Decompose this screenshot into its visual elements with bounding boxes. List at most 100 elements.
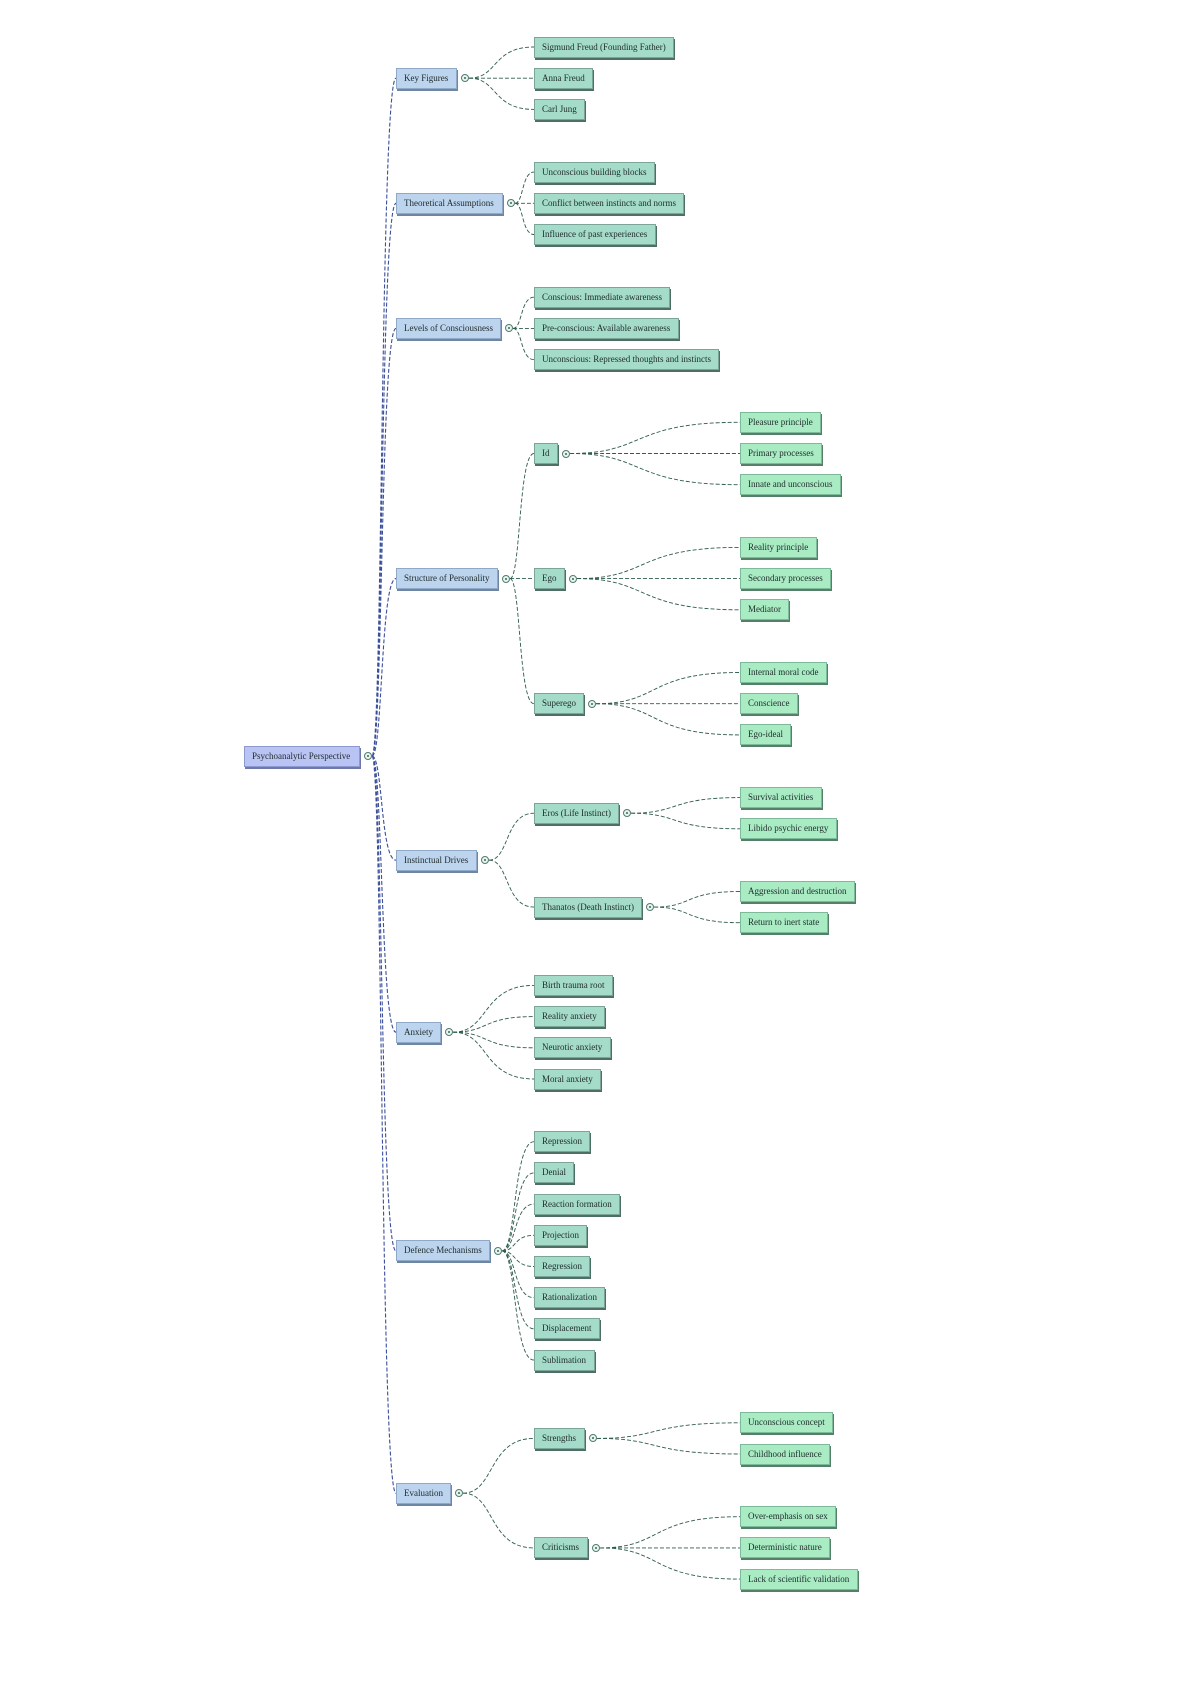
- topic-node-anna-freud[interactable]: Anna Freud: [534, 67, 593, 89]
- connector-line: [371, 755, 397, 861]
- topic-node-sublimation[interactable]: Sublimation: [534, 1349, 595, 1371]
- branch-node-evaluation[interactable]: Evaluation: [396, 1482, 451, 1504]
- connector-line: [501, 1234, 535, 1252]
- topic-node-regression[interactable]: Regression: [534, 1256, 590, 1277]
- topic-node-influence-of-past-experiences[interactable]: Influence of past experiences: [534, 224, 656, 245]
- collapse-toggle-icon[interactable]: [507, 199, 515, 208]
- topic-node-id[interactable]: Id: [534, 443, 558, 464]
- branch-node-defence-mechanisms[interactable]: Defence Mechanisms: [396, 1240, 490, 1262]
- collapse-toggle-icon[interactable]: [562, 449, 570, 458]
- connector-line: [599, 1547, 741, 1580]
- topic-node-ego[interactable]: Ego: [534, 568, 565, 590]
- connector-line: [512, 296, 535, 329]
- connector-line: [512, 327, 535, 361]
- connector-line: [595, 703, 741, 736]
- connector-line: [501, 1203, 535, 1252]
- topic-node-thanatos-death-instinct[interactable]: Thanatos (Death Instinct): [534, 896, 642, 918]
- leaf-node-aggression-and-destruction[interactable]: Aggression and destruction: [740, 881, 855, 902]
- connector-line: [501, 1172, 535, 1252]
- leaf-node-unconscious-concept[interactable]: Unconscious concept: [740, 1412, 833, 1434]
- collapse-toggle-icon[interactable]: [502, 574, 510, 583]
- topic-node-moral-anxiety[interactable]: Moral anxiety: [534, 1068, 601, 1090]
- topic-node-neurotic-anxiety[interactable]: Neurotic anxiety: [534, 1037, 611, 1059]
- connector-line: [501, 1250, 535, 1299]
- topic-node-superego[interactable]: Superego: [534, 693, 584, 715]
- leaf-node-mediator[interactable]: Mediator: [740, 599, 789, 621]
- leaf-node-secondary-processes[interactable]: Secondary processes: [740, 568, 831, 590]
- connector-line: [468, 77, 535, 110]
- topic-node-unconscious-repressed-thoughts-and-instincts[interactable]: Unconscious: Repressed thoughts and inst…: [534, 349, 719, 371]
- collapse-toggle-icon[interactable]: [588, 699, 596, 708]
- branch-node-instinctual-drives[interactable]: Instinctual Drives: [396, 849, 477, 871]
- branch-node-theoretical-assumptions[interactable]: Theoretical Assumptions: [396, 192, 503, 214]
- leaf-node-internal-moral-code[interactable]: Internal moral code: [740, 662, 827, 683]
- connector-line: [371, 755, 397, 1033]
- connector-line: [501, 1250, 535, 1361]
- leaf-node-survival-activities[interactable]: Survival activities: [740, 787, 822, 809]
- connector-line: [630, 797, 741, 814]
- topic-node-rationalization[interactable]: Rationalization: [534, 1287, 605, 1309]
- collapse-toggle-icon[interactable]: [569, 574, 577, 583]
- branch-node-structure-of-personality[interactable]: Structure of Personality: [396, 568, 498, 590]
- topic-node-displacement[interactable]: Displacement: [534, 1318, 600, 1340]
- collapse-toggle-icon[interactable]: [461, 74, 469, 83]
- connector-line: [452, 1031, 535, 1080]
- connector-line: [599, 1516, 741, 1549]
- collapse-toggle-icon[interactable]: [589, 1434, 597, 1443]
- leaf-node-innate-and-unconscious[interactable]: Innate and unconscious: [740, 474, 841, 496]
- branch-node-key-figures[interactable]: Key Figures: [396, 67, 457, 89]
- topic-node-eros-life-instinct[interactable]: Eros (Life Instinct): [534, 802, 619, 824]
- connector-line: [509, 578, 535, 705]
- collapse-toggle-icon[interactable]: [455, 1489, 463, 1498]
- topic-node-strengths[interactable]: Strengths: [534, 1427, 585, 1449]
- topic-node-birth-trauma-root[interactable]: Birth trauma root: [534, 974, 613, 996]
- leaf-node-reality-principle[interactable]: Reality principle: [740, 536, 817, 558]
- collapse-toggle-icon[interactable]: [364, 752, 372, 760]
- leaf-node-libido-psychic-energy[interactable]: Libido psychic energy: [740, 818, 837, 840]
- topic-node-conscious-immediate-awareness[interactable]: Conscious: Immediate awareness: [534, 286, 670, 308]
- topic-node-unconscious-building-blocks[interactable]: Unconscious building blocks: [534, 161, 655, 183]
- connector-line: [462, 1492, 535, 1549]
- leaf-node-deterministic-nature[interactable]: Deterministic nature: [740, 1537, 830, 1559]
- collapse-toggle-icon[interactable]: [445, 1028, 453, 1037]
- connector-line: [452, 984, 535, 1033]
- topic-node-projection[interactable]: Projection: [534, 1224, 587, 1246]
- collapse-toggle-icon[interactable]: [646, 903, 654, 912]
- connector-line: [514, 202, 535, 235]
- topic-node-denial[interactable]: Denial: [534, 1162, 574, 1184]
- connector-line: [595, 672, 741, 705]
- topic-node-reality-anxiety[interactable]: Reality anxiety: [534, 1006, 605, 1028]
- branch-node-anxiety[interactable]: Anxiety: [396, 1021, 441, 1043]
- connector-line: [452, 1031, 535, 1049]
- topic-node-conflict-between-instincts-and-norms[interactable]: Conflict between instincts and norms: [534, 192, 684, 214]
- connector-line: [371, 755, 397, 1252]
- topic-node-criticisms[interactable]: Criticisms: [534, 1537, 588, 1559]
- collapse-toggle-icon[interactable]: [623, 809, 631, 818]
- leaf-node-return-to-inert-state[interactable]: Return to inert state: [740, 912, 828, 934]
- topic-node-sigmund-freud-founding-father[interactable]: Sigmund Freud (Founding Father): [534, 36, 674, 58]
- connector-line: [569, 453, 741, 486]
- leaf-node-ego-ideal[interactable]: Ego-ideal: [740, 724, 791, 746]
- leaf-node-pleasure-principle[interactable]: Pleasure principle: [740, 411, 821, 433]
- collapse-toggle-icon[interactable]: [494, 1246, 502, 1255]
- connector-line: [630, 812, 741, 830]
- connector-line: [653, 891, 741, 908]
- connector-line: [653, 906, 741, 924]
- topic-node-carl-jung[interactable]: Carl Jung: [534, 98, 585, 120]
- leaf-node-lack-of-scientific-validation[interactable]: Lack of scientific validation: [740, 1568, 858, 1590]
- leaf-node-childhood-influence[interactable]: Childhood influence: [740, 1443, 830, 1465]
- leaf-node-over-emphasis-on-sex[interactable]: Over-emphasis on sex: [740, 1506, 836, 1528]
- branch-node-levels-of-consciousness[interactable]: Levels of Consciousness: [396, 317, 501, 339]
- leaf-node-primary-processes[interactable]: Primary processes: [740, 443, 822, 464]
- collapse-toggle-icon[interactable]: [505, 324, 513, 333]
- collapse-toggle-icon[interactable]: [592, 1543, 600, 1552]
- leaf-node-conscience[interactable]: Conscience: [740, 693, 798, 715]
- topic-node-reaction-formation[interactable]: Reaction formation: [534, 1193, 620, 1215]
- connector-line: [596, 1422, 741, 1439]
- connector-line: [596, 1437, 741, 1455]
- topic-node-repression[interactable]: Repression: [534, 1131, 590, 1153]
- topic-node-pre-conscious-available-awareness[interactable]: Pre-conscious: Available awareness: [534, 317, 679, 339]
- root-node-psychoanalytic-perspective[interactable]: Psychoanalytic Perspective: [244, 745, 360, 767]
- collapse-toggle-icon[interactable]: [481, 856, 489, 865]
